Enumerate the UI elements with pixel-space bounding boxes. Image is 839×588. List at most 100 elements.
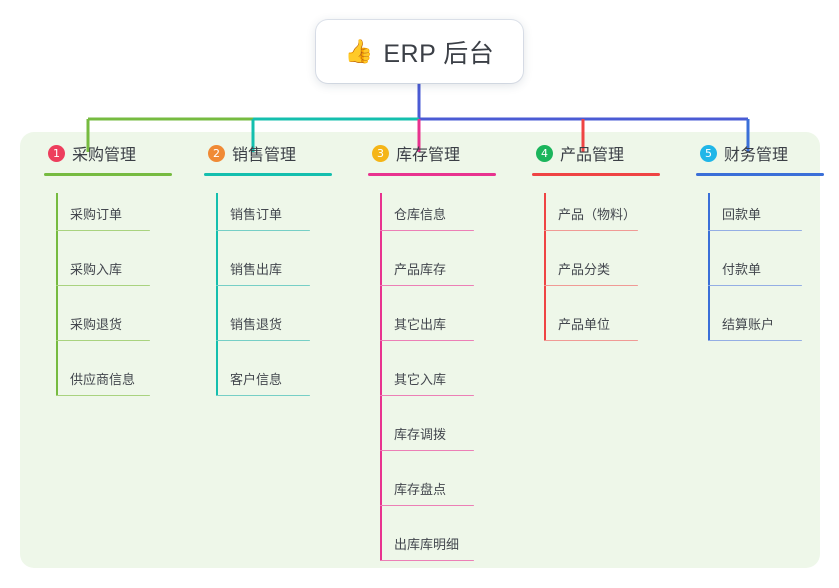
branch-item[interactable]: 采购入库 (56, 231, 160, 286)
branch-item-label: 回款单 (722, 207, 762, 222)
branch-item-connector (708, 193, 710, 231)
branch-item-underline (216, 229, 310, 231)
branch-item[interactable]: 产品库存 (380, 231, 484, 286)
branch-item-connector (380, 451, 382, 506)
branch-item-label: 其它入库 (394, 372, 447, 387)
branch-column-3: 3 库存管理仓库信息产品库存其它出库其它入库库存调拨库存盘点出库库明细 (352, 132, 512, 561)
branch-item-connector (544, 231, 546, 286)
branch-header-underline (696, 173, 824, 176)
branch-header-4[interactable]: 4 产品管理 (516, 132, 676, 174)
branch-column-1: 1 采购管理采购订单采购入库采购退货供应商信息 (28, 132, 188, 396)
branch-item[interactable]: 其它出库 (380, 286, 484, 341)
branch-item-underline (380, 559, 474, 561)
branch-item[interactable]: 产品（物料） (544, 193, 648, 231)
branch-item[interactable]: 采购退货 (56, 286, 160, 341)
branch-item[interactable]: 付款单 (708, 231, 812, 286)
branch-item-connector (216, 231, 218, 286)
branch-title: 采购管理 (72, 147, 137, 164)
branch-item-underline (380, 284, 474, 286)
branch-item-underline (708, 339, 802, 341)
branch-title: 销售管理 (232, 147, 297, 164)
branch-item[interactable]: 供应商信息 (56, 341, 160, 396)
branch-item-label: 其它出库 (394, 317, 447, 332)
branch-item-underline (380, 449, 474, 451)
branch-column-5: 5 财务管理回款单付款单结算账户 (680, 132, 839, 341)
branch-item-underline (380, 229, 474, 231)
branch-columns: 1 采购管理采购订单采购入库采购退货供应商信息 2 销售管理销售订单销售出库销售退货客… (20, 132, 824, 568)
branch-item-connector (708, 231, 710, 286)
branch-item-underline (56, 394, 150, 396)
branch-number-badge: 1 (48, 144, 65, 162)
branch-item-label: 仓库信息 (394, 207, 447, 222)
branch-item-underline (216, 284, 310, 286)
branch-title: 财务管理 (724, 147, 789, 164)
branch-item[interactable]: 出库库明细 (380, 506, 484, 561)
branch-title: 库存管理 (396, 147, 461, 164)
branch-item[interactable]: 其它入库 (380, 341, 484, 396)
thumbs-up-icon: 👍 (344, 38, 374, 64)
branch-header-underline (532, 173, 660, 176)
branch-number-badge: 2 (208, 144, 225, 162)
branch-item-label: 客户信息 (230, 372, 283, 387)
branch-item-label: 采购入库 (70, 262, 123, 277)
branch-item-connector (56, 341, 58, 396)
branch-item-underline (216, 339, 310, 341)
root-title: ERP 后台 (383, 39, 495, 68)
branch-item[interactable]: 客户信息 (216, 341, 320, 396)
branch-item-underline (708, 229, 802, 231)
branch-header-5[interactable]: 5 财务管理 (680, 132, 839, 174)
branch-header-2[interactable]: 2 销售管理 (188, 132, 348, 174)
branch-item-underline (380, 394, 474, 396)
branch-item[interactable]: 产品单位 (544, 286, 648, 341)
branch-item[interactable]: 回款单 (708, 193, 812, 231)
branch-item-connector (380, 341, 382, 396)
branches-panel (20, 132, 820, 568)
branch-item[interactable]: 结算账户 (708, 286, 812, 341)
branch-item[interactable]: 库存盘点 (380, 451, 484, 506)
branch-item-label: 采购订单 (70, 207, 123, 222)
branch-item-underline (544, 229, 638, 231)
branch-column-4: 4 产品管理产品（物料） 产品分类产品单位 (516, 132, 676, 341)
branch-header-underline (44, 173, 172, 176)
branch-number-badge: 3 (372, 144, 389, 162)
branch-item-connector (544, 286, 546, 341)
branch-item[interactable]: 产品分类 (544, 231, 648, 286)
branch-item-connector (544, 193, 546, 231)
branch-item-connector (708, 286, 710, 341)
branch-item-label: 产品单位 (558, 317, 611, 332)
branch-item-underline (56, 339, 150, 341)
branch-item-label: 销售订单 (230, 207, 283, 222)
branch-item-underline (56, 284, 150, 286)
branch-item-label: 结算账户 (722, 317, 775, 332)
branch-item[interactable]: 仓库信息 (380, 193, 484, 231)
branch-item-connector (380, 286, 382, 341)
branch-item-connector (56, 193, 58, 231)
branch-item-underline (708, 284, 802, 286)
branch-item-connector (56, 231, 58, 286)
branch-item-underline (380, 339, 474, 341)
branch-item[interactable]: 库存调拨 (380, 396, 484, 451)
branch-item-label: 出库库明细 (394, 537, 460, 552)
branch-item-underline (56, 229, 150, 231)
branch-item-connector (380, 396, 382, 451)
branch-item-underline (380, 504, 474, 506)
branch-item-label: 产品（物料） (558, 207, 637, 222)
root-node[interactable]: 👍 ERP 后台 (316, 20, 523, 83)
branch-item-connector (380, 231, 382, 286)
branch-item-label: 供应商信息 (70, 372, 136, 387)
branch-item[interactable]: 采购订单 (56, 193, 160, 231)
branch-item[interactable]: 销售出库 (216, 231, 320, 286)
branch-item-label: 产品分类 (558, 262, 611, 277)
branch-header-underline (368, 173, 496, 176)
branch-header-3[interactable]: 3 库存管理 (352, 132, 512, 174)
branch-number-badge: 4 (536, 144, 553, 162)
branch-item[interactable]: 销售退货 (216, 286, 320, 341)
branch-item-label: 产品库存 (394, 262, 447, 277)
branch-item-label: 付款单 (722, 262, 762, 277)
branch-header-1[interactable]: 1 采购管理 (28, 132, 188, 174)
branch-item[interactable]: 销售订单 (216, 193, 320, 231)
branch-item-connector (380, 506, 382, 561)
branch-number-badge: 5 (700, 144, 717, 162)
branch-title: 产品管理 (560, 147, 625, 164)
